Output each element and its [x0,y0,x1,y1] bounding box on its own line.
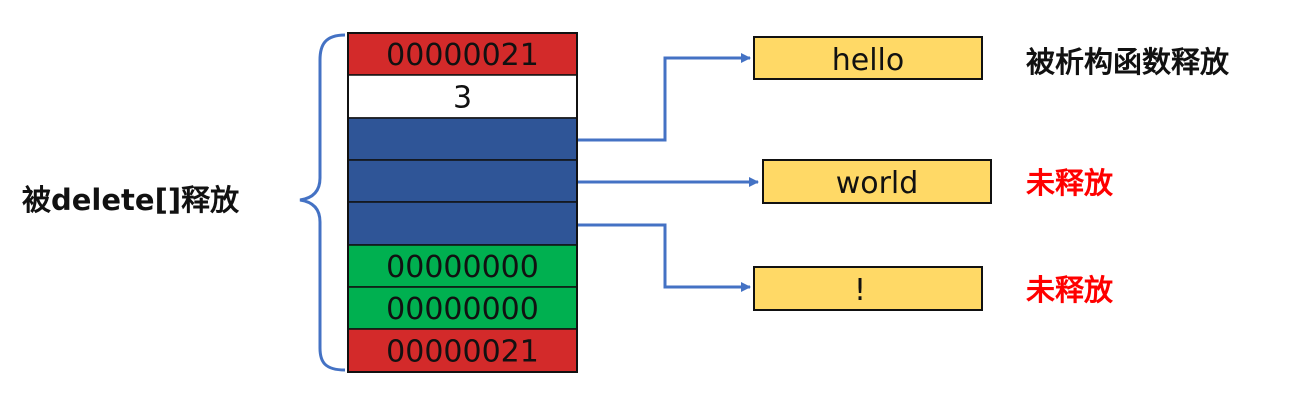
memory-cell-text: 00000021 [386,335,539,370]
target-text: hello [832,43,905,78]
target-text: world [836,166,919,201]
memory-cell-text: 3 [453,81,472,116]
memory-cell-rect [347,32,578,76]
target-world: world 未释放 [762,159,1114,204]
status-label: 未释放 [1026,166,1114,200]
memory-cell-text: 00000000 [386,292,539,327]
memory-cell-text: 00000021 [386,38,539,73]
memory-cell-rect [347,159,578,203]
memory-cell [347,159,578,203]
left-brace [299,33,346,372]
memory-cell-rect [347,244,578,288]
target-text: ! [854,273,866,308]
memory-cell [347,201,578,246]
pointer-arrow-exclaim [578,223,751,292]
target-exclaim: ! 未释放 [753,266,1114,311]
left-label: 被delete[]释放 [22,183,240,217]
target-box [753,266,983,311]
memory-cell: 00000021 [347,32,578,76]
memory-cell-text: 00000000 [386,250,539,285]
pointer-arrow-hello [578,53,751,142]
memory-cell: 00000021 [347,328,578,373]
status-label: 未释放 [1026,273,1114,307]
memory-block-border [347,32,578,373]
memory-block: 00000021 3 00000000 00000000 0000002 [347,32,578,373]
memory-cell-rect [347,117,578,161]
memory-cell [347,117,578,161]
target-box [762,159,992,204]
status-label: 被析构函数释放 [1026,45,1230,79]
memory-cell-rect [347,201,578,246]
memory-cell: 00000000 [347,244,578,288]
target-box [753,36,983,80]
target-hello: hello 被析构函数释放 [753,36,1230,80]
memory-cell: 00000000 [347,286,578,330]
memory-cell: 3 [347,74,578,119]
memory-cell-rect [347,74,578,119]
